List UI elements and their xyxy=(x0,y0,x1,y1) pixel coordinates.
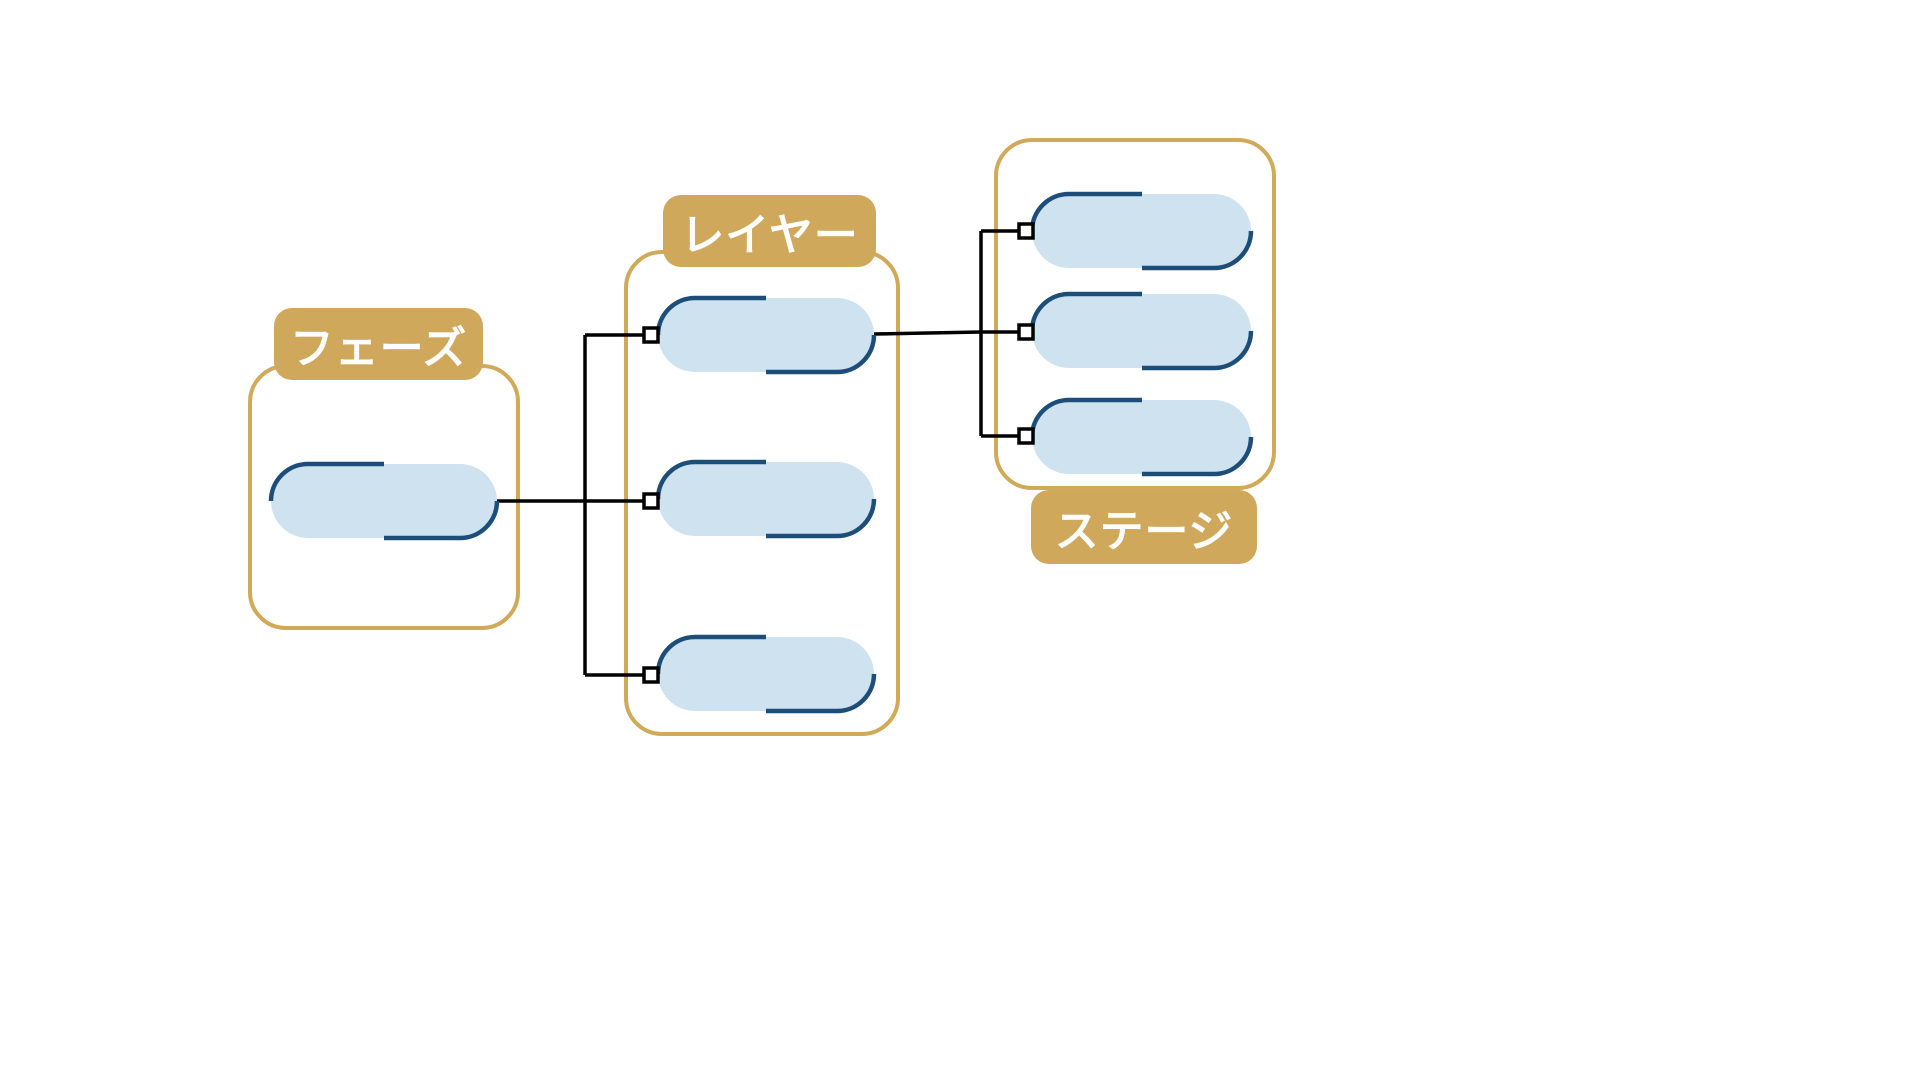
node-stroke-bottom-right xyxy=(766,673,877,714)
node-stroke-bottom-right xyxy=(1142,330,1254,371)
node-body xyxy=(658,637,874,711)
node-body xyxy=(1032,400,1251,474)
connector-layer-to-trunk[interactable] xyxy=(873,330,982,336)
endpoint-marker-layer-1[interactable] xyxy=(642,326,660,344)
group-label-stage[interactable]: ステージ xyxy=(1031,490,1257,564)
group-container-stage[interactable] xyxy=(994,138,1276,490)
node-body xyxy=(658,298,874,372)
connector-bundle-left xyxy=(497,333,651,677)
group-label-layer[interactable]: レイヤー xyxy=(663,195,876,267)
node-stroke-bottom-right xyxy=(766,334,877,375)
node-body xyxy=(658,462,874,536)
node-stroke-bottom-right xyxy=(766,498,877,539)
node-stroke-bottom-right xyxy=(384,500,500,541)
node-stroke-bottom-right xyxy=(1142,436,1254,477)
node-stroke-top-left xyxy=(655,459,766,500)
group-label-phase-text: フェーズ xyxy=(289,323,468,374)
endpoint-marker-layer-2[interactable] xyxy=(642,492,660,510)
node-body xyxy=(1032,294,1251,368)
node-phase-1[interactable] xyxy=(268,461,500,541)
endpoint-marker-layer-3[interactable] xyxy=(642,666,660,684)
node-stroke-bottom-right xyxy=(1142,230,1254,271)
endpoint-marker-stage-2[interactable] xyxy=(1017,323,1035,341)
group-label-layer-text: レイヤー xyxy=(680,210,859,261)
node-stage-1[interactable] xyxy=(1029,191,1254,271)
endpoint-marker-stage-3[interactable] xyxy=(1017,427,1035,445)
connector-endpoint-markers xyxy=(642,222,1035,684)
node-stroke-top-left xyxy=(268,461,384,502)
node-layer-1[interactable] xyxy=(655,295,877,375)
node-stage-2[interactable] xyxy=(1029,291,1254,371)
node-stage-3[interactable] xyxy=(1029,397,1254,477)
node-body xyxy=(271,464,497,538)
group-label-phase[interactable]: フェーズ xyxy=(274,308,483,380)
node-body xyxy=(1032,194,1251,268)
node-layer-2[interactable] xyxy=(655,459,877,539)
endpoint-marker-stage-1[interactable] xyxy=(1017,222,1035,240)
node-layer-3[interactable] xyxy=(655,634,877,714)
group-label-stage-text: ステージ xyxy=(1054,506,1234,557)
